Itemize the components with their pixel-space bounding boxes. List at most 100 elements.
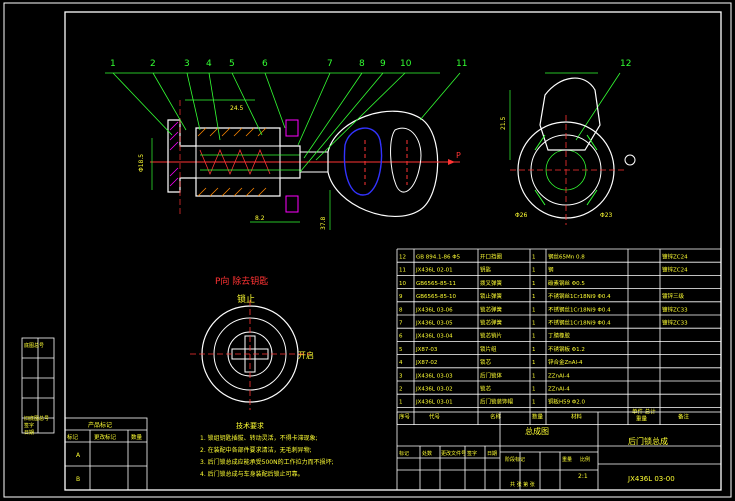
left-strip xyxy=(21,337,55,434)
bom-header-qty: 数量 xyxy=(532,412,544,420)
left-strip-label-4: 日期 xyxy=(24,430,34,436)
p-view-label: P向 除去钥匙 xyxy=(215,275,268,287)
bom-cell-name: 锁芯弹簧 xyxy=(480,319,503,327)
stage-label: 阶段标记 xyxy=(505,456,525,463)
bom-cell-material: 丁腈橡胶 xyxy=(548,332,571,340)
bom-cell-qty: 1 xyxy=(532,400,536,406)
bom-header-note: 备注 xyxy=(678,412,690,420)
callout-7: 7 xyxy=(327,59,333,69)
bom-cell-no: 4 xyxy=(399,360,403,366)
callout-leaders xyxy=(105,72,621,173)
bom-cell-name: 后门锁体 xyxy=(480,371,503,379)
bom-cell-no: 8 xyxy=(399,307,403,313)
bom-cell-name: 锁止弹簧 xyxy=(480,292,503,300)
bom-cell-no: 5 xyxy=(399,347,403,353)
p-view xyxy=(190,300,310,410)
bom-cell-no: 1 xyxy=(399,400,403,406)
bom-cell-note: 镀锌ZC33 xyxy=(662,305,688,313)
drawing-code: JX436L 03-00 xyxy=(627,475,675,483)
weight-label: 重量 xyxy=(562,456,572,463)
callout-4: 4 xyxy=(206,59,212,69)
bom-cell-qty: 1 xyxy=(532,360,536,366)
bom-cell-qty: 1 xyxy=(532,347,536,353)
left-strip-label-3: 签字 xyxy=(24,422,34,429)
mark-3: 更改文件号 xyxy=(441,450,466,457)
callout-2: 2 xyxy=(150,59,156,69)
bom-cell-qty: 1 xyxy=(532,268,536,274)
inner-frame xyxy=(64,11,722,491)
approvals-row-b: B xyxy=(76,476,80,483)
bom-cell-name: 锁片组 xyxy=(480,345,497,353)
bom-header-code: 代号 xyxy=(429,412,441,420)
outer-frame xyxy=(3,2,732,498)
scale-value: 2:1 xyxy=(578,473,588,480)
callout-12: 12 xyxy=(620,59,631,69)
bom-cell-code: JX436L 03-02 xyxy=(415,387,453,393)
bom-cell-name: 锁芯销片 xyxy=(480,332,502,340)
bom-header-material: 材料 xyxy=(571,412,583,420)
tech-req-4: 4. 后门锁总成与车身装配后锁止可靠。 xyxy=(200,470,304,478)
bom-cell-code: JX436L 03-06 xyxy=(415,307,453,313)
approvals-table xyxy=(64,417,148,491)
bom-cell-code: JX436L 03-03 xyxy=(415,373,453,379)
product-name: 后门锁总成 xyxy=(628,436,668,446)
left-strip-label-2: 旧底图总号 xyxy=(24,415,49,422)
arrow-p-label: P xyxy=(456,151,461,160)
bom-cell-no: 9 xyxy=(399,294,403,300)
mark-1: 标记 xyxy=(399,450,409,457)
bom-cell-name: 开口挡圈 xyxy=(480,253,503,261)
mark-2: 处数 xyxy=(422,450,432,457)
dim-dia-26: Φ26 xyxy=(515,212,528,219)
ratio-label: 比例 xyxy=(580,456,590,463)
bom-header-name: 名称 xyxy=(490,412,502,420)
bom-cell-code: JX436L 03-01 xyxy=(415,400,453,406)
sheet-label: 共 张 第 张 xyxy=(510,481,535,488)
bom-cell-name: 锁芯 xyxy=(480,385,492,393)
dim-8-2: 8.2 xyxy=(255,215,265,222)
approvals-col-1: 标记 xyxy=(67,433,79,441)
dim-dia-36: 21.5 xyxy=(500,116,507,130)
bom-header-weight: 单件 总计 xyxy=(632,407,656,415)
bom-cell-no: 12 xyxy=(399,255,406,261)
tech-reqs-title: 技术要求 xyxy=(236,421,264,430)
left-strip-label-1: 底图总号 xyxy=(24,342,44,349)
mark-4: 签字 xyxy=(467,450,477,457)
approvals-col-2: 更改标记 xyxy=(94,433,117,441)
bom-cell-material: 不锈钢板 Φ1.2 xyxy=(548,345,585,353)
bom-cell-no: 2 xyxy=(399,387,403,393)
callout-8: 8 xyxy=(359,59,365,69)
bom-cell-qty: 1 xyxy=(532,321,536,327)
bom-cell-code: JX87-02 xyxy=(415,360,437,366)
bom-cell-qty: 1 xyxy=(532,255,536,261)
bom-cell-note: 镀锌ZC24 xyxy=(662,253,688,261)
bom-cell-no: 10 xyxy=(399,281,406,287)
bom-cell-material: ZZnAl-4 xyxy=(548,387,570,393)
lock-label: 锁止 xyxy=(237,293,255,305)
dim-24-5: 24.5 xyxy=(230,105,244,112)
bom-cell-name: 锁芯弹簧 xyxy=(480,305,503,313)
bom-cell-material: 锌合金ZnAl-4 xyxy=(548,358,583,366)
bom-cell-code: GB 894.1-86 Φ5 xyxy=(416,255,461,261)
bom-cell-material: 钢丝65Mn 0.8 xyxy=(548,253,585,261)
bom-cell-qty: 1 xyxy=(532,307,536,313)
end-view-right xyxy=(509,77,636,225)
bom-cell-material: ZZnAl-4 xyxy=(548,373,570,379)
bom-cell-material: 不锈钢丝1Cr18Ni9 Φ0.4 xyxy=(548,292,611,300)
callout-5: 5 xyxy=(229,59,235,69)
bom-cell-code: JX436L 03-05 xyxy=(415,321,453,327)
bom-cell-code: JX436L 02-01 xyxy=(415,268,453,274)
mark-5: 日期 xyxy=(487,451,497,457)
bom-cell-code: JX436L 03-04 xyxy=(415,334,453,340)
approvals-title: 产品标记 xyxy=(88,421,112,429)
callout-1: 1 xyxy=(110,59,116,69)
tech-req-2: 2. 在装配中各部件要求清洁，无毛刺异物; xyxy=(200,446,312,454)
callout-10: 10 xyxy=(400,59,412,69)
approvals-col-3: 数量 xyxy=(131,433,143,441)
title-block xyxy=(396,411,722,491)
callout-9: 9 xyxy=(380,59,386,69)
bom-cell-no: 3 xyxy=(399,373,403,379)
callout-3: 3 xyxy=(184,59,190,69)
bom-cell-name: 拨叉弹簧 xyxy=(480,279,503,287)
